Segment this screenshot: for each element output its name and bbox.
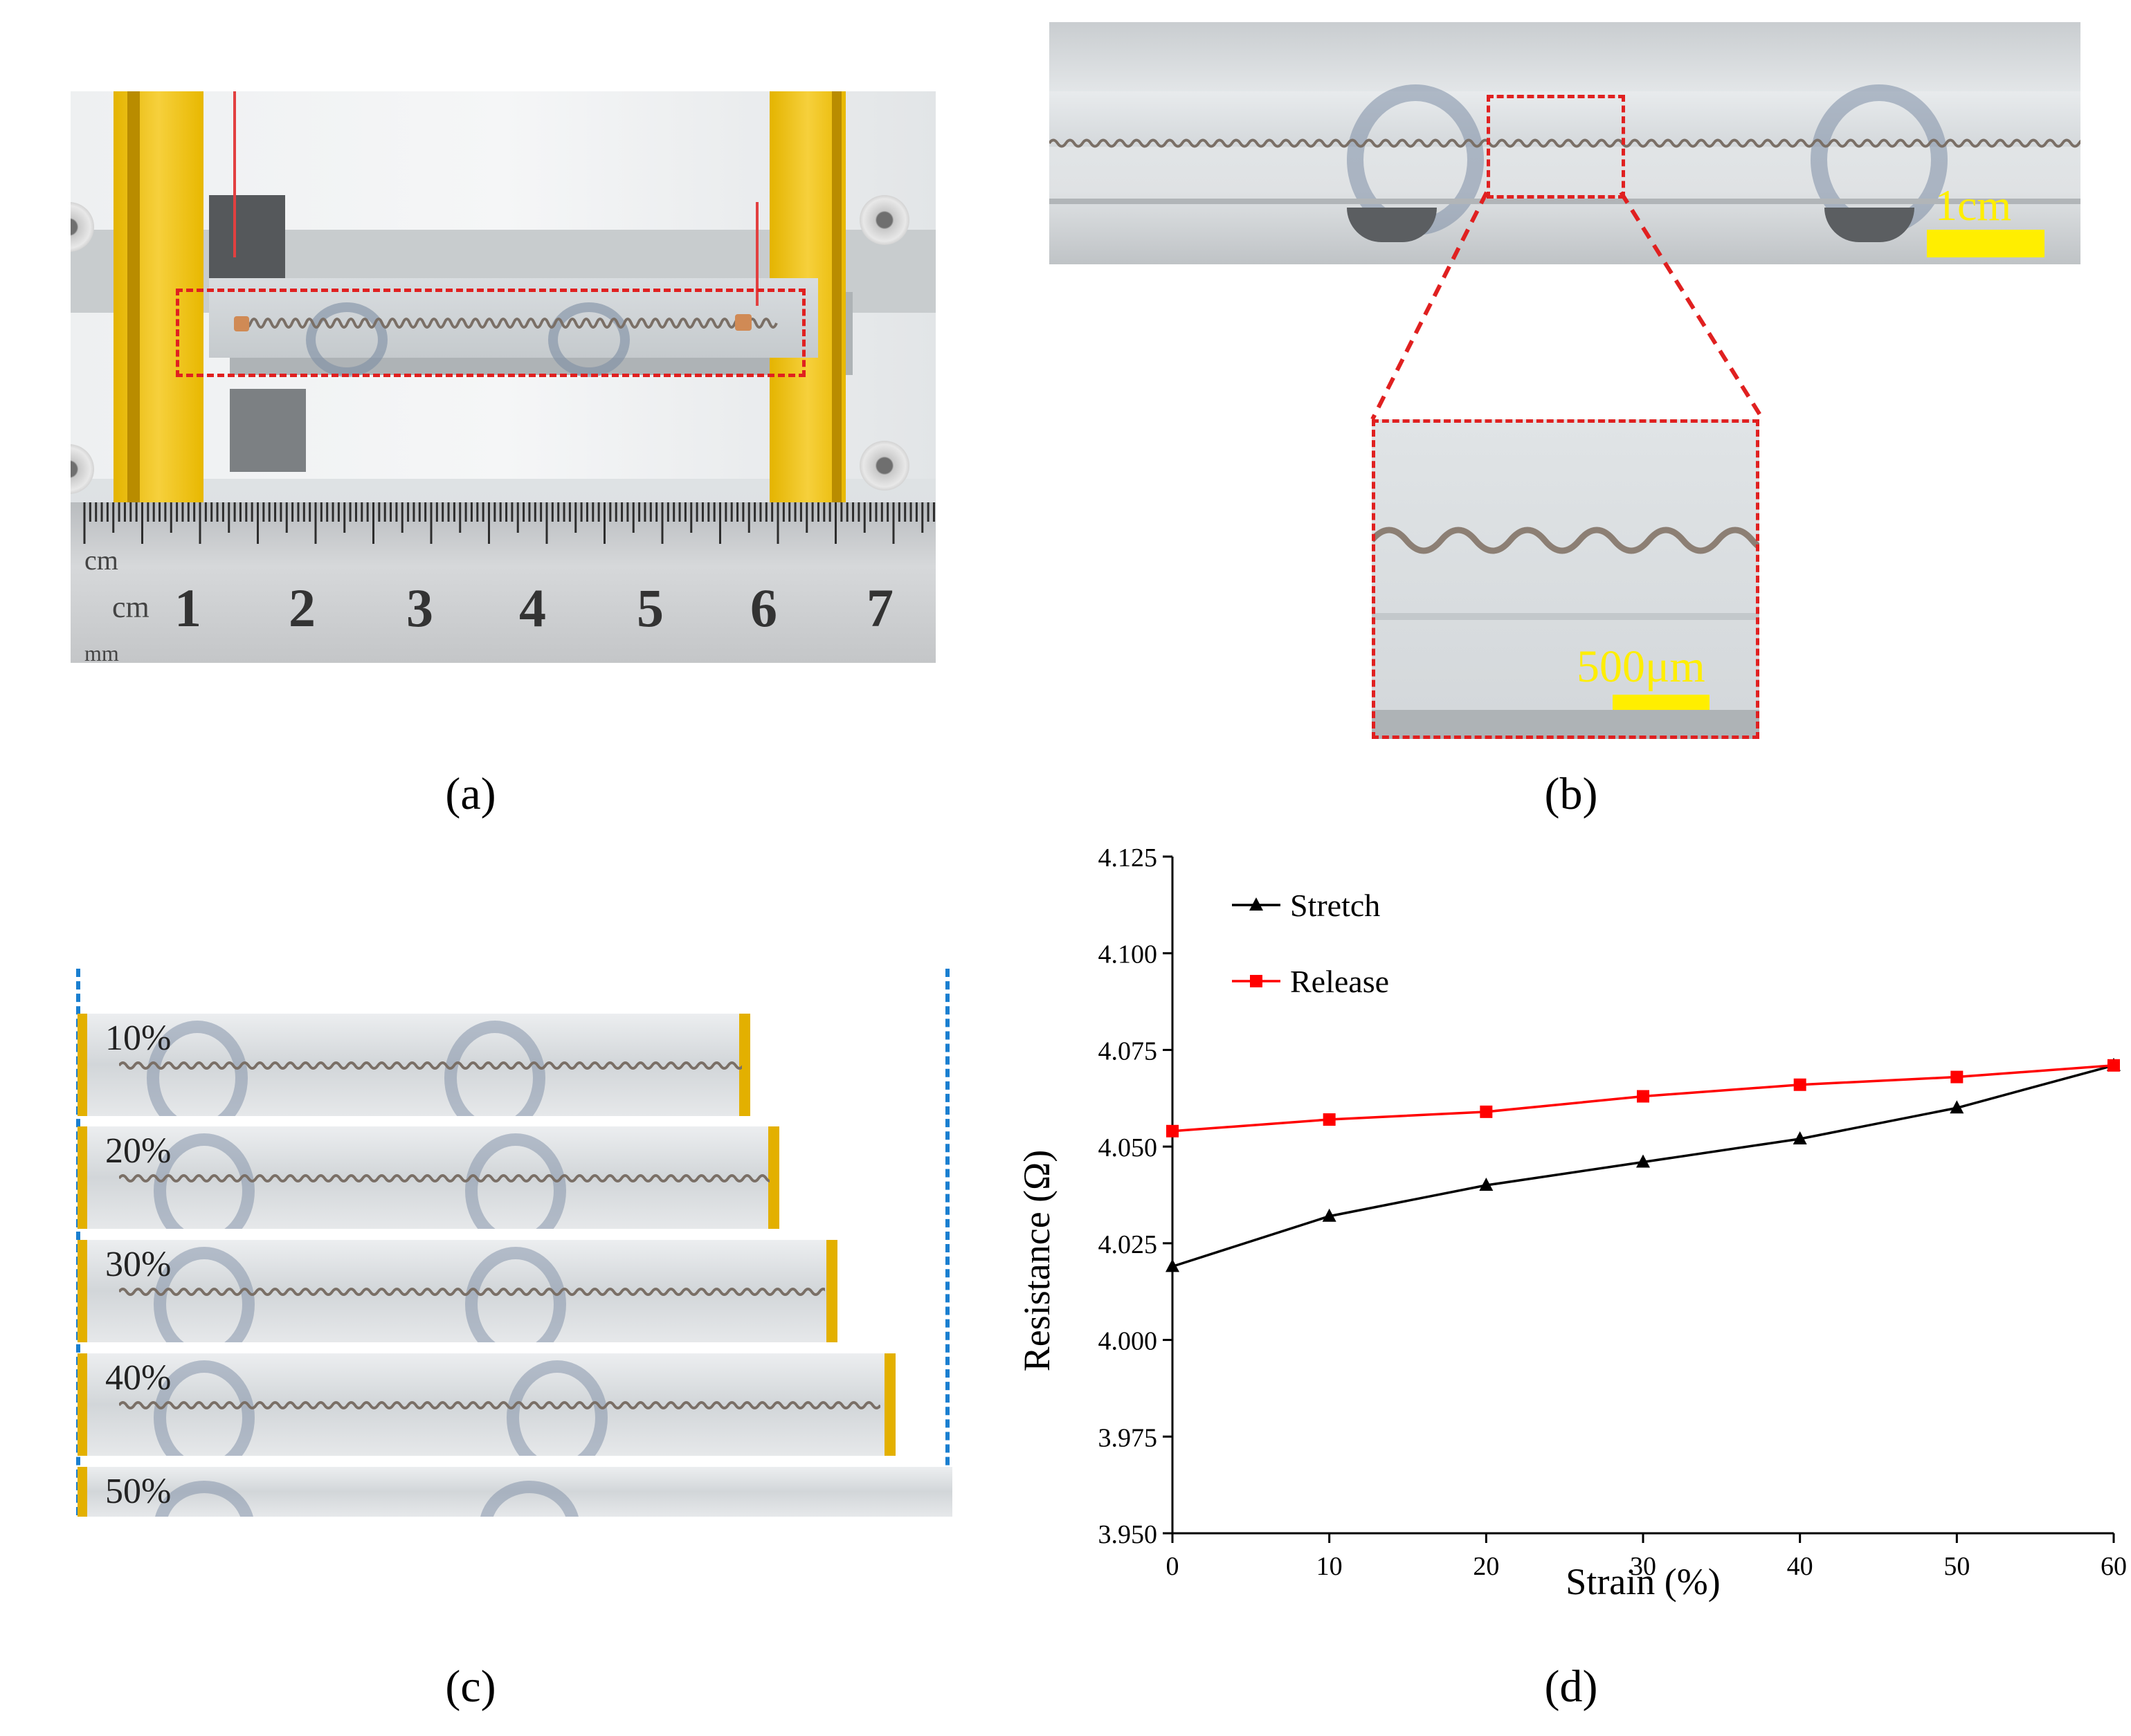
resistance-strain-chart: 3.950 3.975 4.000 4.025 4.050 4.075 4.100 4.125… <box>1016 843 2127 1602</box>
strain-strip-10: 10% <box>78 1014 750 1116</box>
reference-line-right <box>945 969 950 1515</box>
strain-label: 10% <box>105 1018 172 1058</box>
legend-label: Stretch <box>1290 888 1380 923</box>
legend-label: Release <box>1290 964 1389 999</box>
x-tick-label: 0 <box>1166 1552 1179 1581</box>
strain-label: 50% <box>105 1472 172 1511</box>
data-point-release <box>1950 1070 1964 1084</box>
ruler-top-unit: cm <box>84 545 118 576</box>
ruler-number: 2 <box>289 578 316 638</box>
photo-strip-closeup: 1cm <box>1049 22 2080 264</box>
legend-marker <box>1249 897 1263 911</box>
data-point-stretch <box>1793 1131 1807 1144</box>
scale-bar <box>1927 230 2044 257</box>
data-point-release <box>1793 1078 1806 1091</box>
scale-label-zoom: 500μm <box>1577 641 1705 692</box>
data-point-release <box>1323 1113 1336 1126</box>
ruler-number: 5 <box>637 578 664 638</box>
data-point-stretch <box>1322 1208 1336 1222</box>
strain-strip-50: 50% <box>78 1467 952 1517</box>
x-tick-label: 50 <box>1943 1552 1970 1581</box>
data-point-release <box>1637 1090 1649 1103</box>
y-tick-label: 4.000 <box>1098 1327 1158 1356</box>
zoom-region-box <box>1487 95 1625 199</box>
strain-strip-30: 30% <box>78 1240 837 1342</box>
strain-label: 30% <box>105 1245 172 1284</box>
x-axis-label: Strain (%) <box>1566 1561 1720 1602</box>
data-point-release <box>2107 1059 2120 1072</box>
data-point-release <box>1166 1124 1179 1137</box>
ruler-number: 4 <box>519 578 546 638</box>
x-tick-label: 60 <box>2101 1552 2127 1581</box>
y-tick-label: 4.075 <box>1098 1036 1158 1066</box>
caption-d: (d) <box>1544 1661 1598 1712</box>
x-tick-label: 10 <box>1316 1552 1343 1581</box>
ruler: cm cm mm 1 2 3 4 5 6 7 <box>71 502 936 663</box>
y-axis-label: Resistance (Ω) <box>1016 1150 1058 1372</box>
photo-zoom-inset: 500μm <box>1372 419 1759 739</box>
y-tick-label: 4.025 <box>1098 1230 1158 1259</box>
caption-b: (b) <box>1544 769 1598 819</box>
ruler-number: 6 <box>750 578 777 638</box>
highlight-box <box>176 289 806 377</box>
strain-strip-20: 20% <box>78 1126 779 1229</box>
legend-marker <box>1250 975 1262 987</box>
ruler-unit: cm <box>112 590 149 624</box>
serpentine-conductor <box>237 318 778 329</box>
photo-test-fixture: cm cm mm 1 2 3 4 5 6 7 <box>71 91 936 663</box>
zoom-connector-lines <box>1370 191 1765 421</box>
data-point-stretch <box>1950 1100 1964 1114</box>
caption-c: (c) <box>445 1661 496 1712</box>
screw-icon <box>860 195 909 245</box>
scale-bar <box>1613 695 1710 710</box>
y-tick-label: 4.050 <box>1098 1133 1158 1162</box>
data-point-release <box>1480 1105 1493 1118</box>
y-tick-label: 4.125 <box>1098 843 1158 872</box>
x-tick-label: 20 <box>1473 1552 1499 1581</box>
x-tick-label: 30 <box>1630 1552 1656 1581</box>
strain-strip-40: 40% <box>78 1353 896 1456</box>
zoom-inset-border <box>1372 419 1759 739</box>
ruler-bottom-unit: mm <box>84 641 119 663</box>
y-tick-label: 4.100 <box>1098 940 1158 969</box>
x-tick-label: 40 <box>1787 1552 1813 1581</box>
strain-label: 40% <box>105 1358 172 1398</box>
y-tick-label: 3.950 <box>1098 1520 1158 1549</box>
y-tick-label: 3.975 <box>1098 1423 1158 1452</box>
strain-label: 20% <box>105 1131 172 1171</box>
ruler-number: 7 <box>867 578 894 638</box>
caption-a: (a) <box>445 769 496 819</box>
screw-icon <box>860 441 909 491</box>
data-point-stretch <box>1479 1178 1494 1191</box>
ruler-number: 3 <box>406 578 433 638</box>
serpentine-conductor <box>1049 138 2080 148</box>
scale-label: 1cm <box>1935 181 2012 230</box>
data-point-stretch <box>1636 1154 1650 1168</box>
data-point-stretch <box>1166 1259 1179 1272</box>
ruler-number: 1 <box>174 578 201 638</box>
